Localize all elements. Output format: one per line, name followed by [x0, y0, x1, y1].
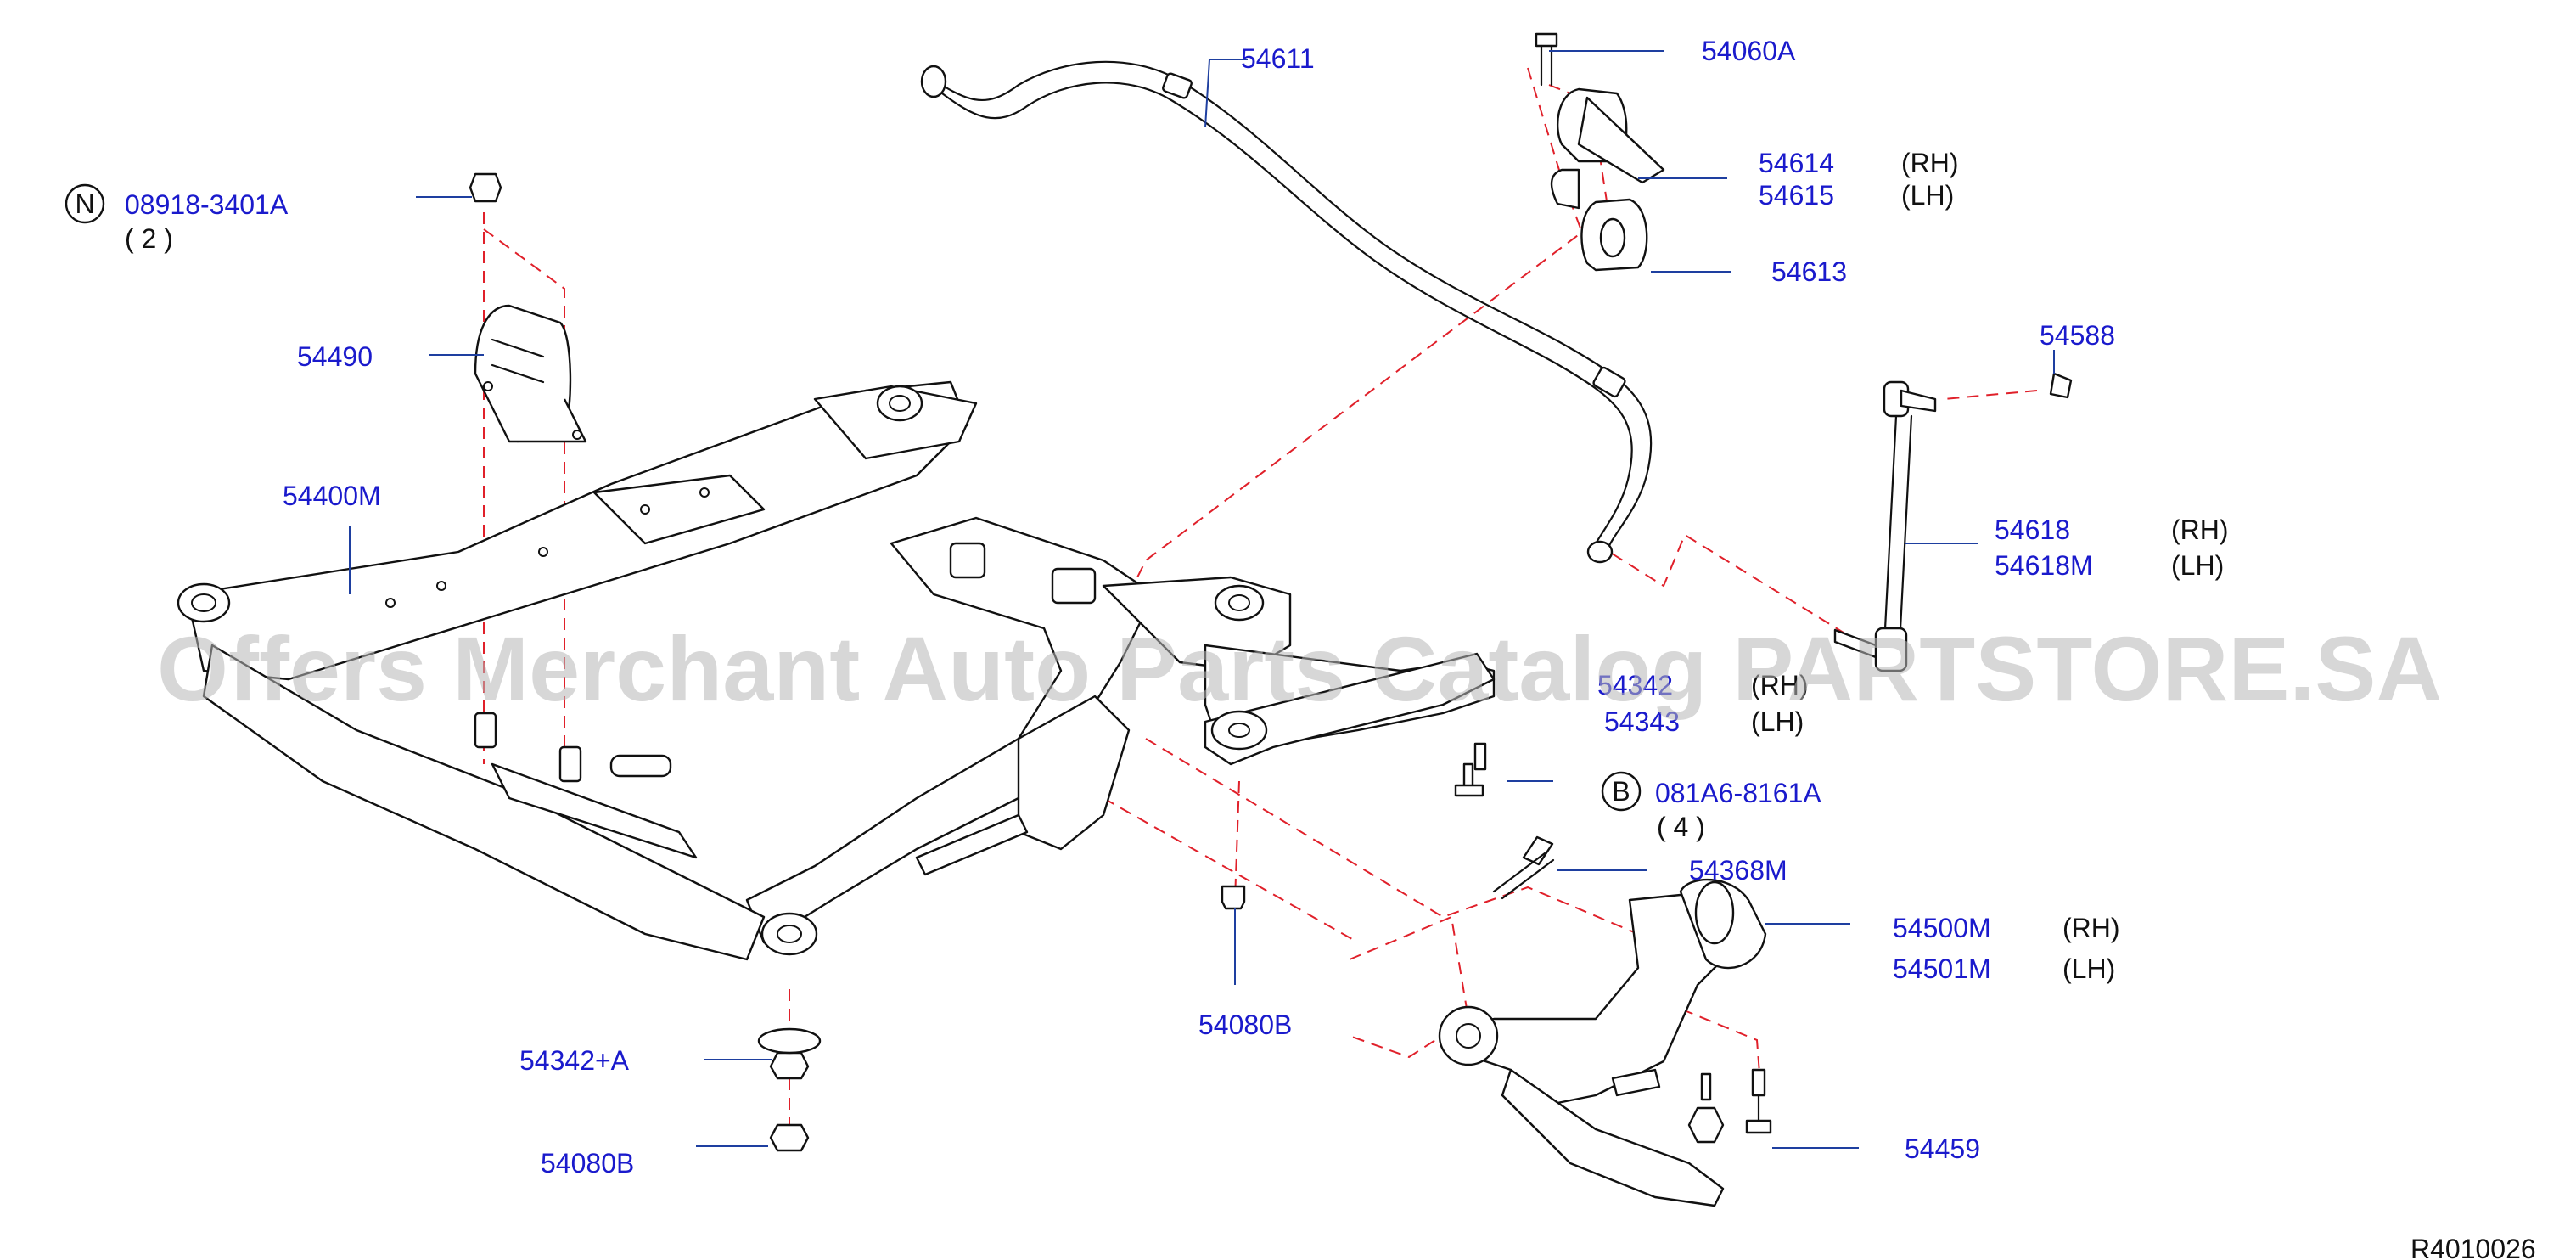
label-arm-rh-side: (RH)	[2062, 913, 2120, 943]
label-mount-nut[interactable]: 54080B	[541, 1148, 634, 1178]
label-stay-lh-side: (LH)	[1751, 706, 1804, 737]
stay	[1204, 652, 1496, 797]
label-bolt-qty: ( 4 )	[1657, 812, 1705, 842]
label-clamp-bolt[interactable]: 54060A	[1702, 36, 1796, 66]
lower-arm	[1438, 878, 1767, 1207]
bolt-symbol-circle	[1601, 771, 1642, 812]
label-member[interactable]: 54400M	[283, 481, 381, 511]
stabilizer-link	[1833, 372, 2073, 672]
member-bracket	[469, 172, 587, 443]
stabilizer-bar	[920, 60, 1653, 564]
label-stay-rh-side: (RH)	[1751, 670, 1809, 700]
label-stay-lh[interactable]: 54343	[1604, 706, 1680, 737]
fasteners	[757, 742, 1772, 1152]
label-arm-nut[interactable]: 54080B	[1198, 1010, 1292, 1040]
label-clamp-lh-side: (LH)	[1901, 180, 1954, 211]
clamp-parts	[1535, 32, 1665, 272]
nut-symbol-circle	[65, 183, 105, 224]
label-arm-bolt[interactable]: 54368M	[1689, 855, 1787, 886]
label-bushing[interactable]: 54613	[1771, 256, 1847, 287]
part-labels: 54611 54060A 54614 (RH) 54615 (LH) 54613…	[125, 36, 2229, 1178]
label-clamp-rh[interactable]: 54614	[1759, 148, 1834, 178]
label-balljoint-bolt[interactable]: 54459	[1905, 1133, 1980, 1164]
watermark-text: Offers Merchant Auto Parts Catalog PARTS…	[157, 617, 2442, 720]
label-bracket[interactable]: 54490	[297, 341, 373, 372]
label-arm-rh[interactable]: 54500M	[1893, 913, 1991, 943]
label-arm-lh[interactable]: 54501M	[1893, 953, 1991, 984]
label-nut-qty: ( 2 )	[125, 223, 173, 254]
label-clamp-lh[interactable]: 54615	[1759, 180, 1834, 211]
label-link-rh[interactable]: 54618	[1995, 515, 2070, 545]
label-nut-part[interactable]: 08918-3401A	[125, 189, 289, 220]
label-link-lh-side: (LH)	[2171, 550, 2224, 581]
nut-symbol-letter: N	[75, 188, 94, 219]
label-stay-rh[interactable]: 54342	[1597, 670, 1673, 700]
label-clamp-rh-side: (RH)	[1901, 148, 1959, 178]
label-stabilizer-bar[interactable]: 54611	[1241, 43, 1315, 74]
leader-lines	[349, 50, 2055, 1149]
bolt-symbol-letter: B	[1612, 776, 1630, 807]
label-link-nut[interactable]: 54588	[2040, 320, 2115, 351]
label-arm-lh-side: (LH)	[2062, 953, 2115, 984]
drawing-reference: R4010026	[2410, 1234, 2536, 1260]
label-mount-insulator[interactable]: 54342+A	[519, 1045, 630, 1076]
label-link-lh[interactable]: 54618M	[1995, 550, 2093, 581]
suspension-member	[177, 380, 1496, 961]
label-link-rh-side: (RH)	[2171, 515, 2229, 545]
label-bolt-part[interactable]: 081A6-8161A	[1655, 778, 1821, 808]
callout-symbols: N B	[65, 183, 1642, 812]
